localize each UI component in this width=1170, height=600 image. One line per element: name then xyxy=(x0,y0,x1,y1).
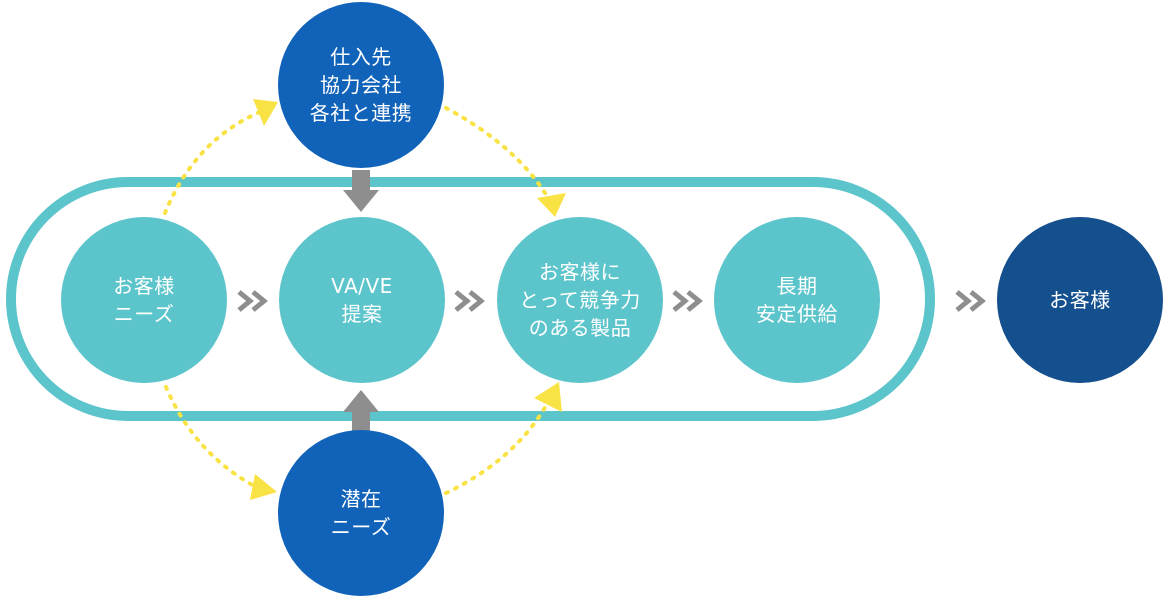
node-customer: お客様 xyxy=(997,217,1163,383)
chevron-icon xyxy=(237,290,268,312)
node-stable-supply: 長期 安定供給 xyxy=(714,217,880,383)
chevron-icon xyxy=(955,290,986,312)
node-customer-needs: お客様 ニーズ xyxy=(61,217,227,383)
chevron-icon xyxy=(454,290,485,312)
node-label: とって競争力 xyxy=(519,288,641,312)
dotted-path-suppliers-to-product xyxy=(444,106,549,198)
process-loop xyxy=(6,177,935,421)
node-label: 協力会社 xyxy=(320,73,402,97)
node-label: 仕入先 xyxy=(330,45,392,69)
up-arrow-shaft xyxy=(352,408,370,432)
node-suppliers: 仕入先 協力会社 各社と連携 xyxy=(278,2,444,168)
arrowhead-to-latent xyxy=(250,474,277,500)
node-label: 潜在 xyxy=(340,487,382,511)
arrowhead-to-product-bottom xyxy=(534,382,562,412)
chevron-icon xyxy=(672,290,703,312)
node-label: お客様に xyxy=(539,260,621,284)
node-label: お客様 xyxy=(1049,288,1111,312)
down-arrow-shaft xyxy=(352,170,370,192)
dotted-path-needs-to-latent xyxy=(164,385,260,490)
node-latent-needs: 潜在 ニーズ xyxy=(278,430,444,596)
node-label: VA/VE xyxy=(331,274,393,298)
node-label: 各社と連携 xyxy=(309,101,413,125)
node-label: のある製品 xyxy=(528,316,632,340)
node-label: お客様 xyxy=(113,274,175,298)
arrowhead-to-suppliers xyxy=(253,99,278,126)
node-label: ニーズ xyxy=(113,302,175,326)
node-label: 提案 xyxy=(341,302,383,326)
arrowhead-to-product-top xyxy=(537,193,566,217)
up-arrow-head xyxy=(343,390,379,412)
down-arrow-head xyxy=(343,190,379,212)
node-label: 長期 xyxy=(776,274,818,298)
node-competitive-product: お客様に とって競争力 のある製品 xyxy=(497,217,663,383)
dotted-path-latent-to-product xyxy=(444,402,549,495)
dotted-path-needs-to-suppliers xyxy=(163,110,262,215)
node-label: ニーズ xyxy=(330,515,392,539)
node-label: 安定供給 xyxy=(756,302,838,326)
node-va-ve-proposal: VA/VE 提案 xyxy=(279,217,445,383)
